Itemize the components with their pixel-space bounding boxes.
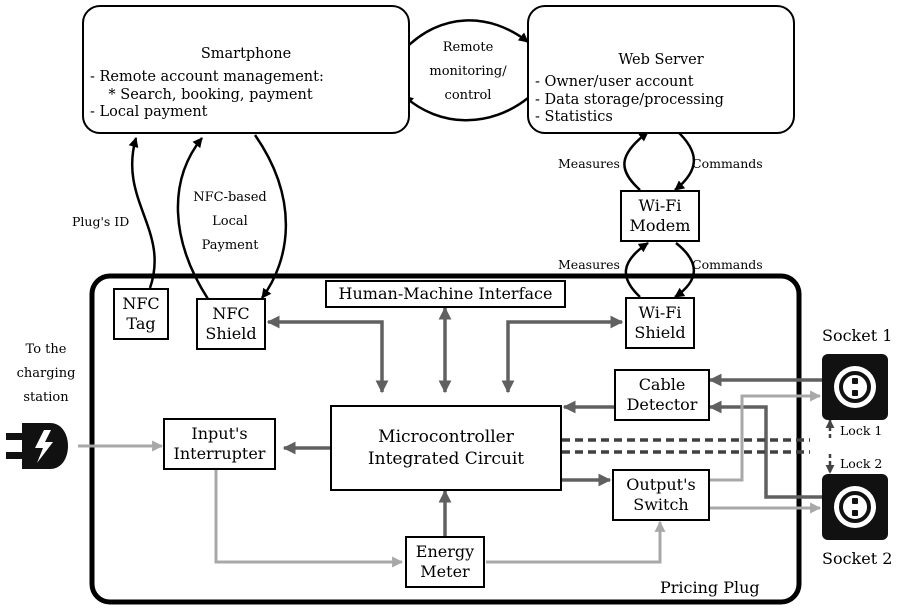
arrow-nfc-shield-to-phone bbox=[176, 137, 210, 300]
cable-detector-line: Detector bbox=[626, 395, 698, 414]
plugs-id-label: Plug's ID bbox=[72, 214, 130, 229]
web-server-box: Web Server - Owner/user account - Data s… bbox=[527, 5, 795, 134]
remote-label-line: Remote bbox=[442, 40, 494, 55]
wifi-shield-box: Wi-Fi Shield bbox=[625, 297, 695, 349]
hmi-box: Human-Machine Interface bbox=[325, 280, 566, 308]
pricing-plug-label: Pricing Plug bbox=[660, 578, 760, 597]
arrow-modem-to-server-measures bbox=[623, 131, 649, 191]
lock1-label: Lock 1 bbox=[840, 423, 883, 438]
arrow-plugs-id bbox=[128, 137, 156, 289]
remote-label-line: monitoring/ bbox=[429, 64, 507, 79]
web-server-title: Web Server bbox=[618, 52, 704, 68]
socket1-icon bbox=[822, 354, 888, 420]
wifi-shield-line: Shield bbox=[634, 323, 686, 342]
socket1-label: Socket 1 bbox=[822, 326, 893, 345]
cable-detector-box: Cable Detector bbox=[614, 369, 710, 421]
arrow-socket2-to-cable-detector bbox=[708, 400, 822, 499]
nfc-shield-line: Shield bbox=[205, 324, 257, 343]
energy-meter-box: Energy Meter bbox=[405, 536, 485, 588]
energy-meter-line: Meter bbox=[420, 562, 470, 581]
nfc-tag-line: Tag bbox=[126, 314, 156, 333]
input-interrupter-line: Interrupter bbox=[173, 444, 266, 463]
arrow-modem-to-shield-commands bbox=[674, 242, 695, 299]
microcontroller-box: Microcontroller Integrated Circuit bbox=[330, 405, 562, 491]
arrow-nfc-shield-mcu bbox=[266, 315, 389, 394]
measures-label-top: Measures bbox=[558, 156, 620, 171]
socket2-label: Socket 2 bbox=[822, 549, 893, 568]
arrow-server-to-modem-commands bbox=[674, 129, 696, 191]
smartphone-item: - Remote account management: bbox=[90, 69, 324, 85]
smartphone-title: Smartphone bbox=[200, 46, 292, 62]
web-server-item: - Statistics bbox=[535, 109, 613, 125]
hmi-label: Human-Machine Interface bbox=[338, 284, 553, 303]
web-server-item: - Data storage/processing bbox=[535, 91, 724, 108]
power-meter-to-output-switch bbox=[486, 520, 666, 564]
smartphone-item: - Local payment bbox=[90, 104, 208, 120]
arrow-smartphone-to-server bbox=[403, 19, 529, 51]
to-station-line: To the bbox=[25, 342, 67, 357]
input-interrupter-box: Input's Interrupter bbox=[163, 418, 276, 470]
power-interrupter-to-meter bbox=[214, 470, 404, 568]
nfc-payment-line: NFC-based bbox=[193, 190, 267, 205]
wifi-modem-line: Wi-Fi bbox=[638, 196, 682, 215]
web-server-list: - Owner/user account - Data storage/proc… bbox=[535, 74, 724, 127]
smartphone-item: * Search, booking, payment bbox=[90, 86, 313, 103]
microcontroller-line: Microcontroller bbox=[378, 427, 514, 447]
socket2-icon bbox=[822, 474, 888, 540]
nfc-shield-box: NFC Shield bbox=[196, 298, 266, 350]
output-switch-line: Output's bbox=[626, 475, 696, 494]
wifi-modem-line: Modem bbox=[629, 216, 691, 235]
smartphone-list: - Remote account management: * Search, b… bbox=[90, 69, 324, 122]
output-switch-box: Output's Switch bbox=[612, 469, 710, 521]
to-station-label: To the charging station bbox=[0, 338, 92, 410]
microcontroller-line: Integrated Circuit bbox=[367, 449, 525, 469]
nfc-tag-line: NFC bbox=[122, 294, 160, 313]
nfc-payment-label: NFC-based Local Payment bbox=[180, 186, 280, 258]
arrow-shield-to-modem-measures bbox=[624, 241, 649, 298]
cable-detector-line: Cable bbox=[638, 375, 686, 394]
charging-plug-icon bbox=[6, 423, 68, 469]
nfc-payment-line: Local bbox=[212, 214, 248, 229]
arrow-phone-to-nfc-shield bbox=[253, 134, 288, 299]
wifi-modem-box: Wi-Fi Modem bbox=[620, 190, 700, 242]
arrow-server-to-smartphone bbox=[403, 95, 529, 122]
remote-label-line: control bbox=[444, 88, 492, 103]
nfc-shield-line: NFC bbox=[212, 304, 250, 323]
nfc-payment-line: Payment bbox=[201, 238, 259, 253]
input-interrupter-line: Input's bbox=[191, 424, 248, 443]
measures-label-bottom: Measures bbox=[558, 257, 620, 272]
remote-monitoring-label: Remote monitoring/ control bbox=[420, 36, 516, 108]
commands-label-bottom: Commands bbox=[692, 257, 763, 272]
arrow-wifi-shield-mcu bbox=[501, 315, 624, 394]
output-switch-line: Switch bbox=[633, 495, 689, 514]
smartphone-box: Smartphone - Remote account management: … bbox=[82, 5, 410, 134]
nfc-tag-box: NFC Tag bbox=[113, 288, 169, 340]
lock2-label: Lock 2 bbox=[840, 456, 883, 471]
power-switch-to-socket1 bbox=[710, 390, 822, 482]
to-station-line: station bbox=[23, 390, 69, 405]
commands-label-top: Commands bbox=[692, 156, 763, 171]
wifi-shield-line: Wi-Fi bbox=[638, 303, 682, 322]
to-station-line: charging bbox=[16, 366, 76, 381]
web-server-item: - Owner/user account bbox=[535, 74, 694, 90]
energy-meter-line: Energy bbox=[415, 542, 475, 561]
